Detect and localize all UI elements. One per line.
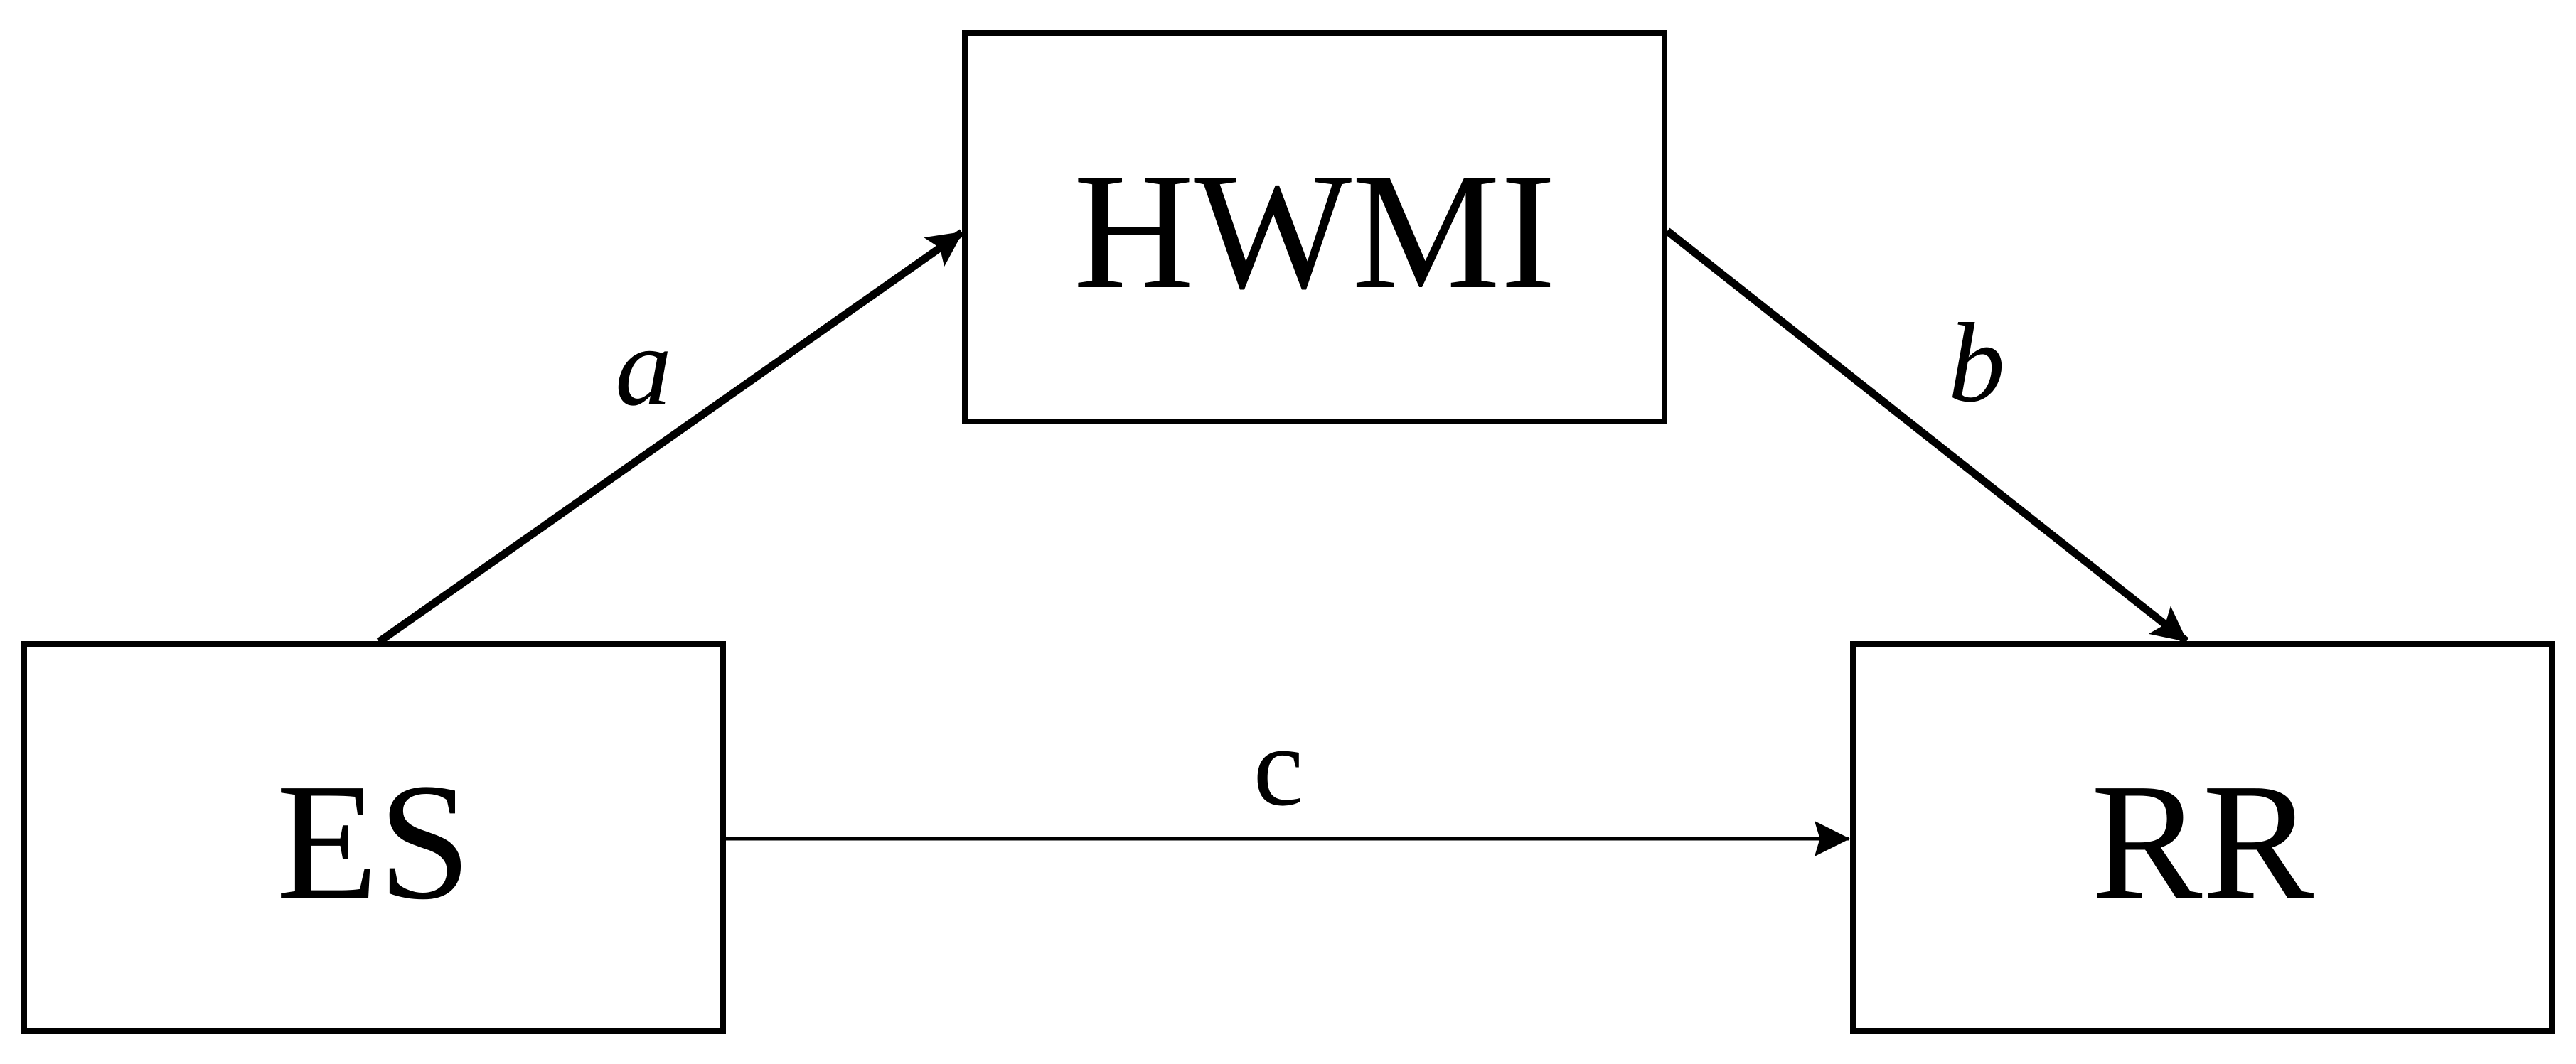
edge-b-arrow — [1664, 227, 2189, 645]
edge-label-c: c — [1253, 703, 1304, 829]
edge-a-arrow — [376, 229, 965, 645]
node-rr-label: RR — [2090, 749, 2314, 934]
node-es: ES — [21, 641, 726, 1034]
node-es-label: ES — [276, 749, 471, 934]
edge-label-b: b — [1948, 299, 2005, 426]
node-rr: RR — [1850, 641, 2555, 1034]
node-hwmi: HWMI — [962, 30, 1667, 424]
node-hwmi-label: HWMI — [1073, 139, 1556, 323]
edge-label-a: a — [615, 303, 672, 429]
